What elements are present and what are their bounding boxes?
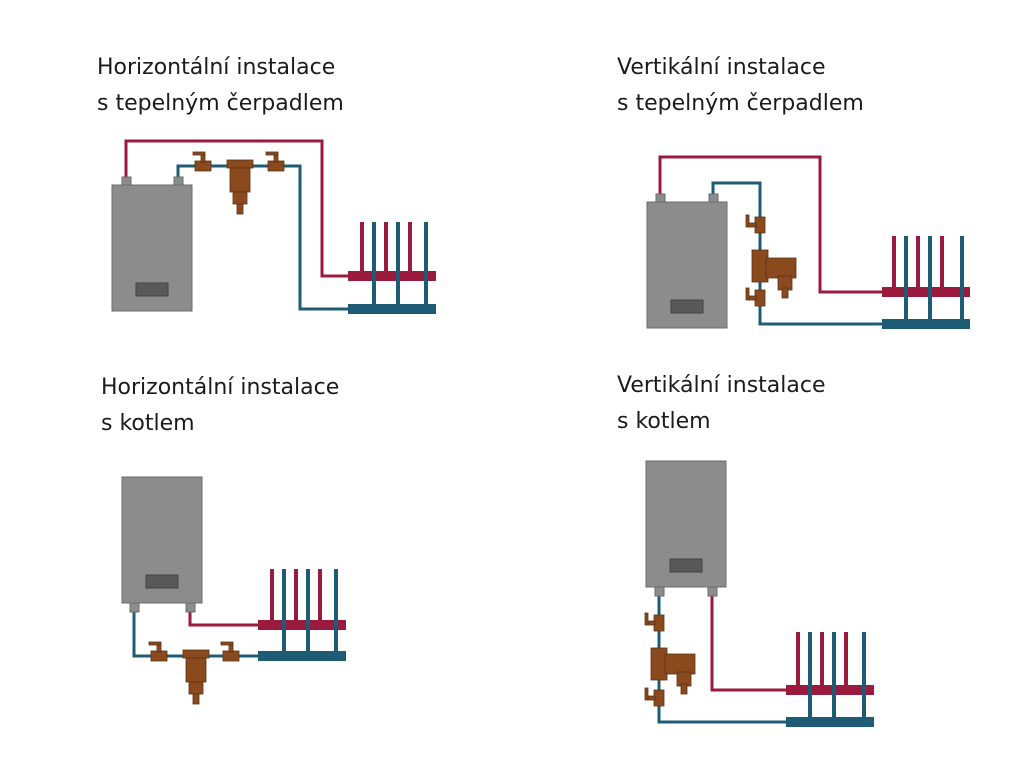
manifold-icon: [786, 632, 874, 727]
ball-valve-icon: [745, 287, 766, 307]
caption-line-2: s tepelným čerpadlem: [617, 91, 864, 116]
return-pipe: [132, 612, 258, 658]
return-pipe: [711, 181, 882, 326]
magnetic-filter-icon: [751, 249, 797, 299]
manifold-icon: [258, 569, 346, 661]
caption-horizontal-boiler: Horizontální instalace s kotlem: [101, 370, 339, 442]
caption-line-1: Horizontální instalace: [101, 375, 340, 400]
supply-pipe: [658, 155, 882, 294]
caption-line-1: Vertikální instalace: [617, 373, 826, 398]
ball-valve-icon: [265, 151, 285, 172]
caption-line-1: Vertikální instalace: [617, 55, 826, 80]
caption-line-2: s tepelným čerpadlem: [97, 91, 344, 116]
manifold-icon: [348, 222, 436, 314]
caption-line-2: s kotlem: [617, 409, 711, 434]
supply-pipe: [710, 596, 786, 692]
panel-vertical-boiler: [644, 460, 874, 727]
caption-line-2: s kotlem: [101, 411, 195, 436]
ball-valve-icon: [745, 214, 766, 234]
ball-valve-icon: [192, 151, 212, 172]
heat-source-unit-icon: [111, 176, 193, 312]
supply-pipe: [124, 139, 348, 278]
heat-source-unit-icon: [645, 460, 727, 597]
ball-valve-icon: [644, 687, 665, 707]
panel-horizontal-heat-pump: [111, 139, 436, 314]
caption-vertical-boiler: Vertikální instalace s kotlem: [617, 368, 826, 440]
return-pipe: [176, 164, 348, 311]
return-pipe: [657, 596, 786, 724]
caption-horizontal-heat-pump: Horizontální instalace s tepelným čerpad…: [97, 50, 344, 122]
manifold-icon: [882, 236, 970, 329]
panel-horizontal-boiler: [121, 476, 346, 705]
caption-line-1: Horizontální instalace: [97, 55, 336, 80]
heat-source-unit-icon: [646, 193, 728, 329]
magnetic-filter-icon: [226, 159, 254, 215]
ball-valve-icon: [148, 641, 168, 662]
heat-source-unit-icon: [121, 476, 203, 613]
magnetic-filter-icon: [650, 647, 696, 695]
ball-valve-icon: [220, 641, 240, 662]
supply-pipe: [188, 612, 258, 627]
panel-vertical-heat-pump: [646, 155, 970, 329]
magnetic-filter-icon: [182, 649, 210, 705]
ball-valve-icon: [644, 612, 665, 632]
caption-vertical-heat-pump: Vertikální instalace s tepelným čerpadle…: [617, 50, 864, 122]
